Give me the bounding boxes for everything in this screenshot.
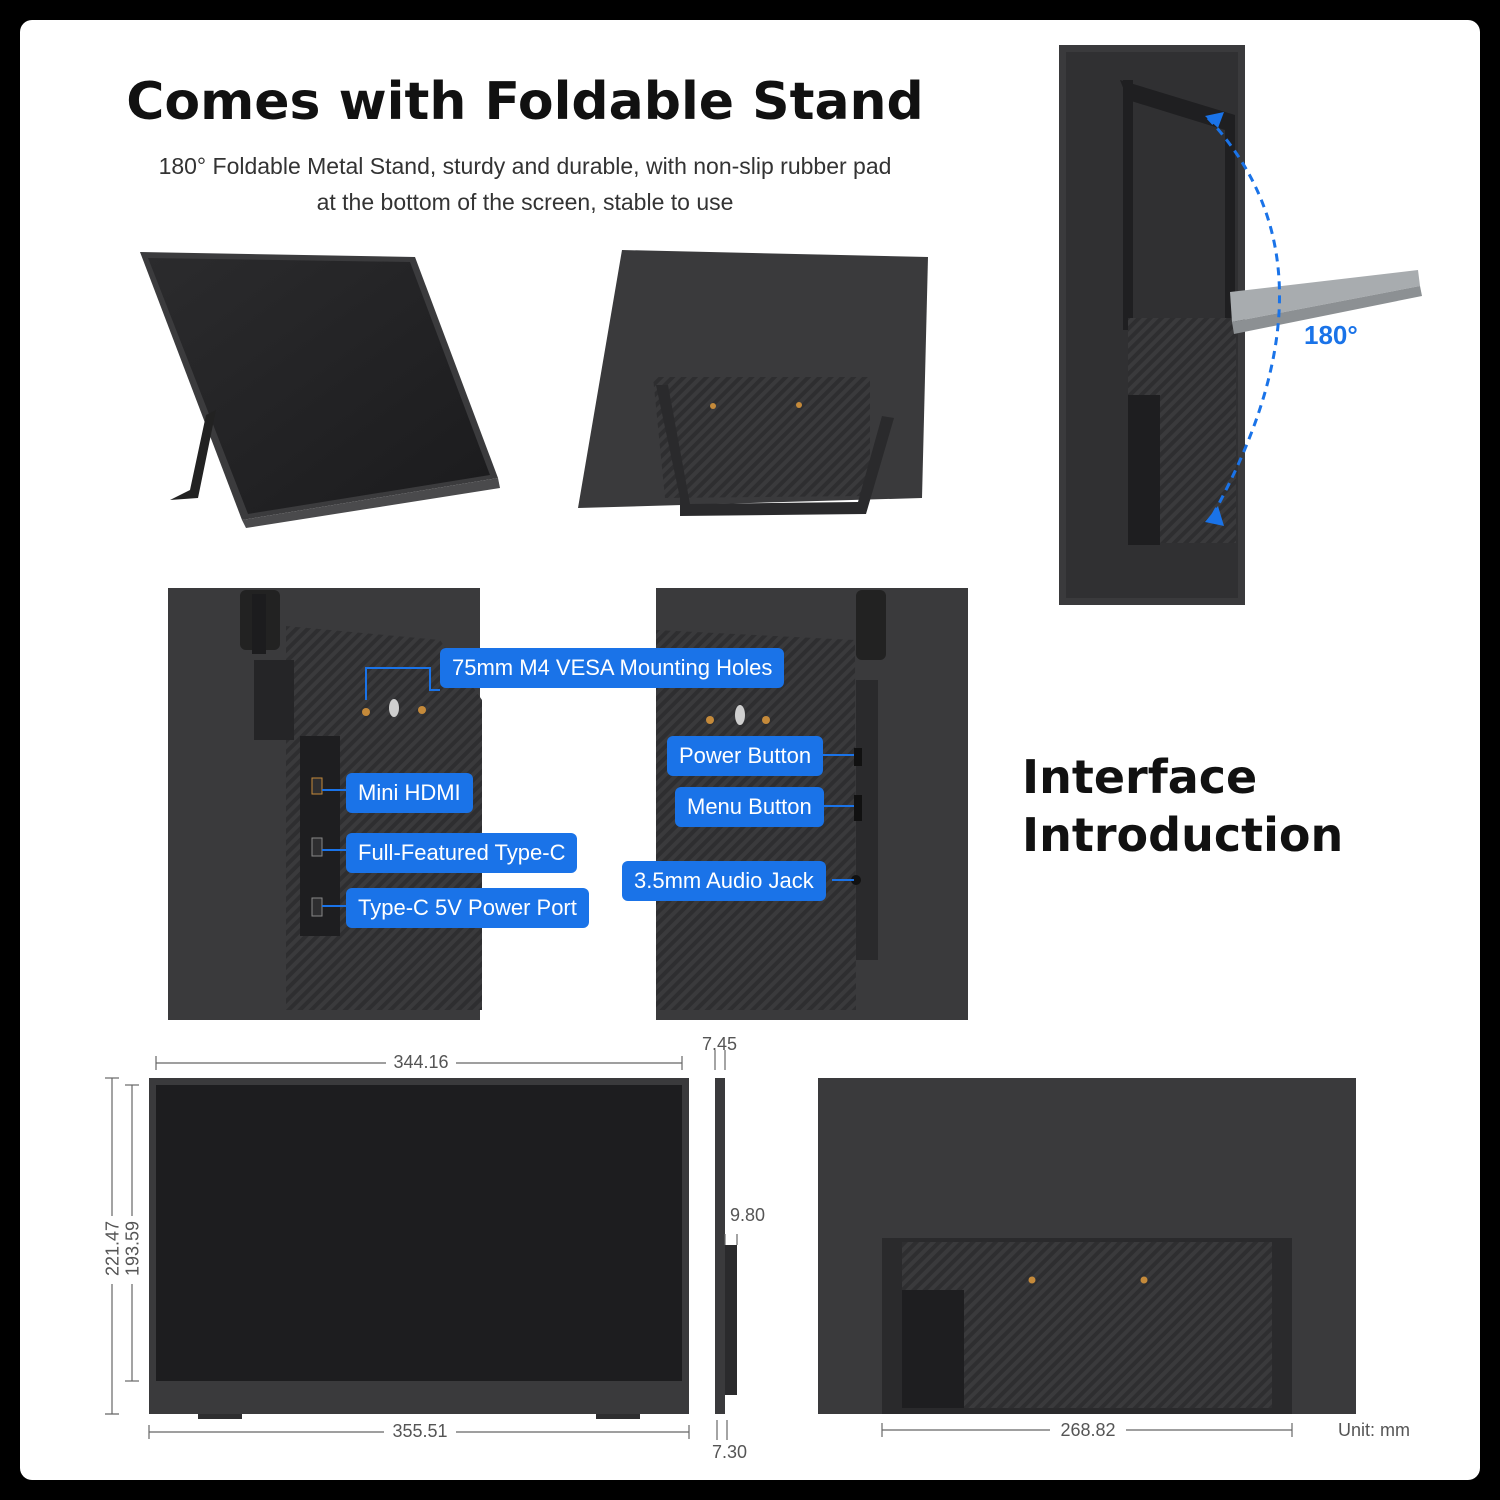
monitor-front-angled-image <box>140 252 500 528</box>
stand-description-line-2: at the bottom of the screen, stable to u… <box>316 189 734 215</box>
callout-audio-jack: 3.5mm Audio Jack <box>622 861 826 901</box>
dimension-side-view <box>714 1050 738 1440</box>
callout-menu-button: Menu Button <box>675 787 824 827</box>
dimension-rear-view <box>818 1078 1356 1441</box>
monitor-side-rotation-image <box>1059 45 1422 605</box>
interface-section-title: Interface Introduction <box>1022 748 1343 864</box>
callout-power-button: Power Button <box>667 736 824 776</box>
dimension-top-width: 344.16 <box>393 1052 449 1072</box>
dimension-thickness-stand: 9.80 <box>730 1205 766 1225</box>
callout-connectors <box>322 667 854 907</box>
dimension-stand-width: 268.82 <box>1060 1420 1116 1440</box>
dimension-inner-height: 193.59 <box>122 1220 143 1277</box>
stand-section-description: 180° Foldable Metal Stand, sturdy and du… <box>20 148 1030 220</box>
dimension-outer-height: 221.47 <box>102 1220 123 1277</box>
interface-title-line-1: Interface <box>1022 750 1258 804</box>
callout-mini-hdmi: Mini HDMI <box>346 773 473 813</box>
dimension-front-view <box>101 1052 690 1443</box>
callout-vesa-mounting-holes: 75mm M4 VESA Mounting Holes <box>440 648 785 688</box>
stand-description-line-1: 180° Foldable Metal Stand, sturdy and du… <box>158 153 892 179</box>
dimension-thickness-top: 7.45 <box>702 1034 738 1054</box>
stand-section-title: Comes with Foldable Stand <box>126 72 924 132</box>
rotation-angle-label: 180° <box>1304 320 1358 350</box>
unit-label: Unit: mm <box>1338 1420 1410 1440</box>
callout-type-c-power-port: Type-C 5V Power Port <box>346 888 589 928</box>
monitor-rear-stand-image <box>578 250 928 516</box>
product-infographic: Comes with Foldable Stand 180° Foldable … <box>20 20 1480 1480</box>
callout-full-featured-type-c: Full-Featured Type-C <box>346 833 578 873</box>
dimension-thickness-bottom: 7.30 <box>712 1442 748 1462</box>
dimension-bottom-width: 355.51 <box>392 1421 448 1441</box>
interface-title-line-2: Introduction <box>1022 808 1344 862</box>
